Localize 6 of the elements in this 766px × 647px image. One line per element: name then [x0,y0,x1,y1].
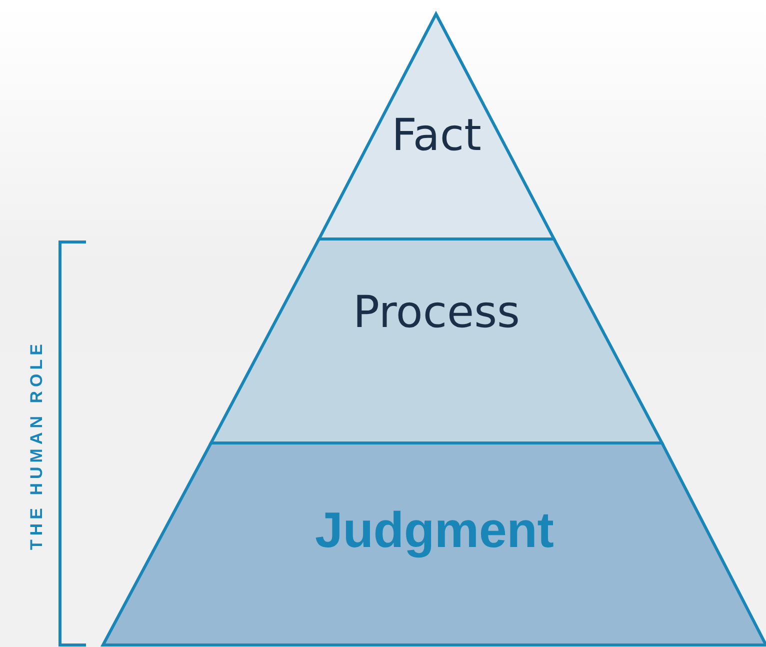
pyramid-tier [211,239,662,443]
pyramid-tier [103,443,766,647]
tier-label: Process [352,286,521,338]
bracket-label: THE HUMAN ROLE [27,340,47,550]
tier-label: Fact [390,110,482,161]
tier-label: Judgment [314,501,555,559]
